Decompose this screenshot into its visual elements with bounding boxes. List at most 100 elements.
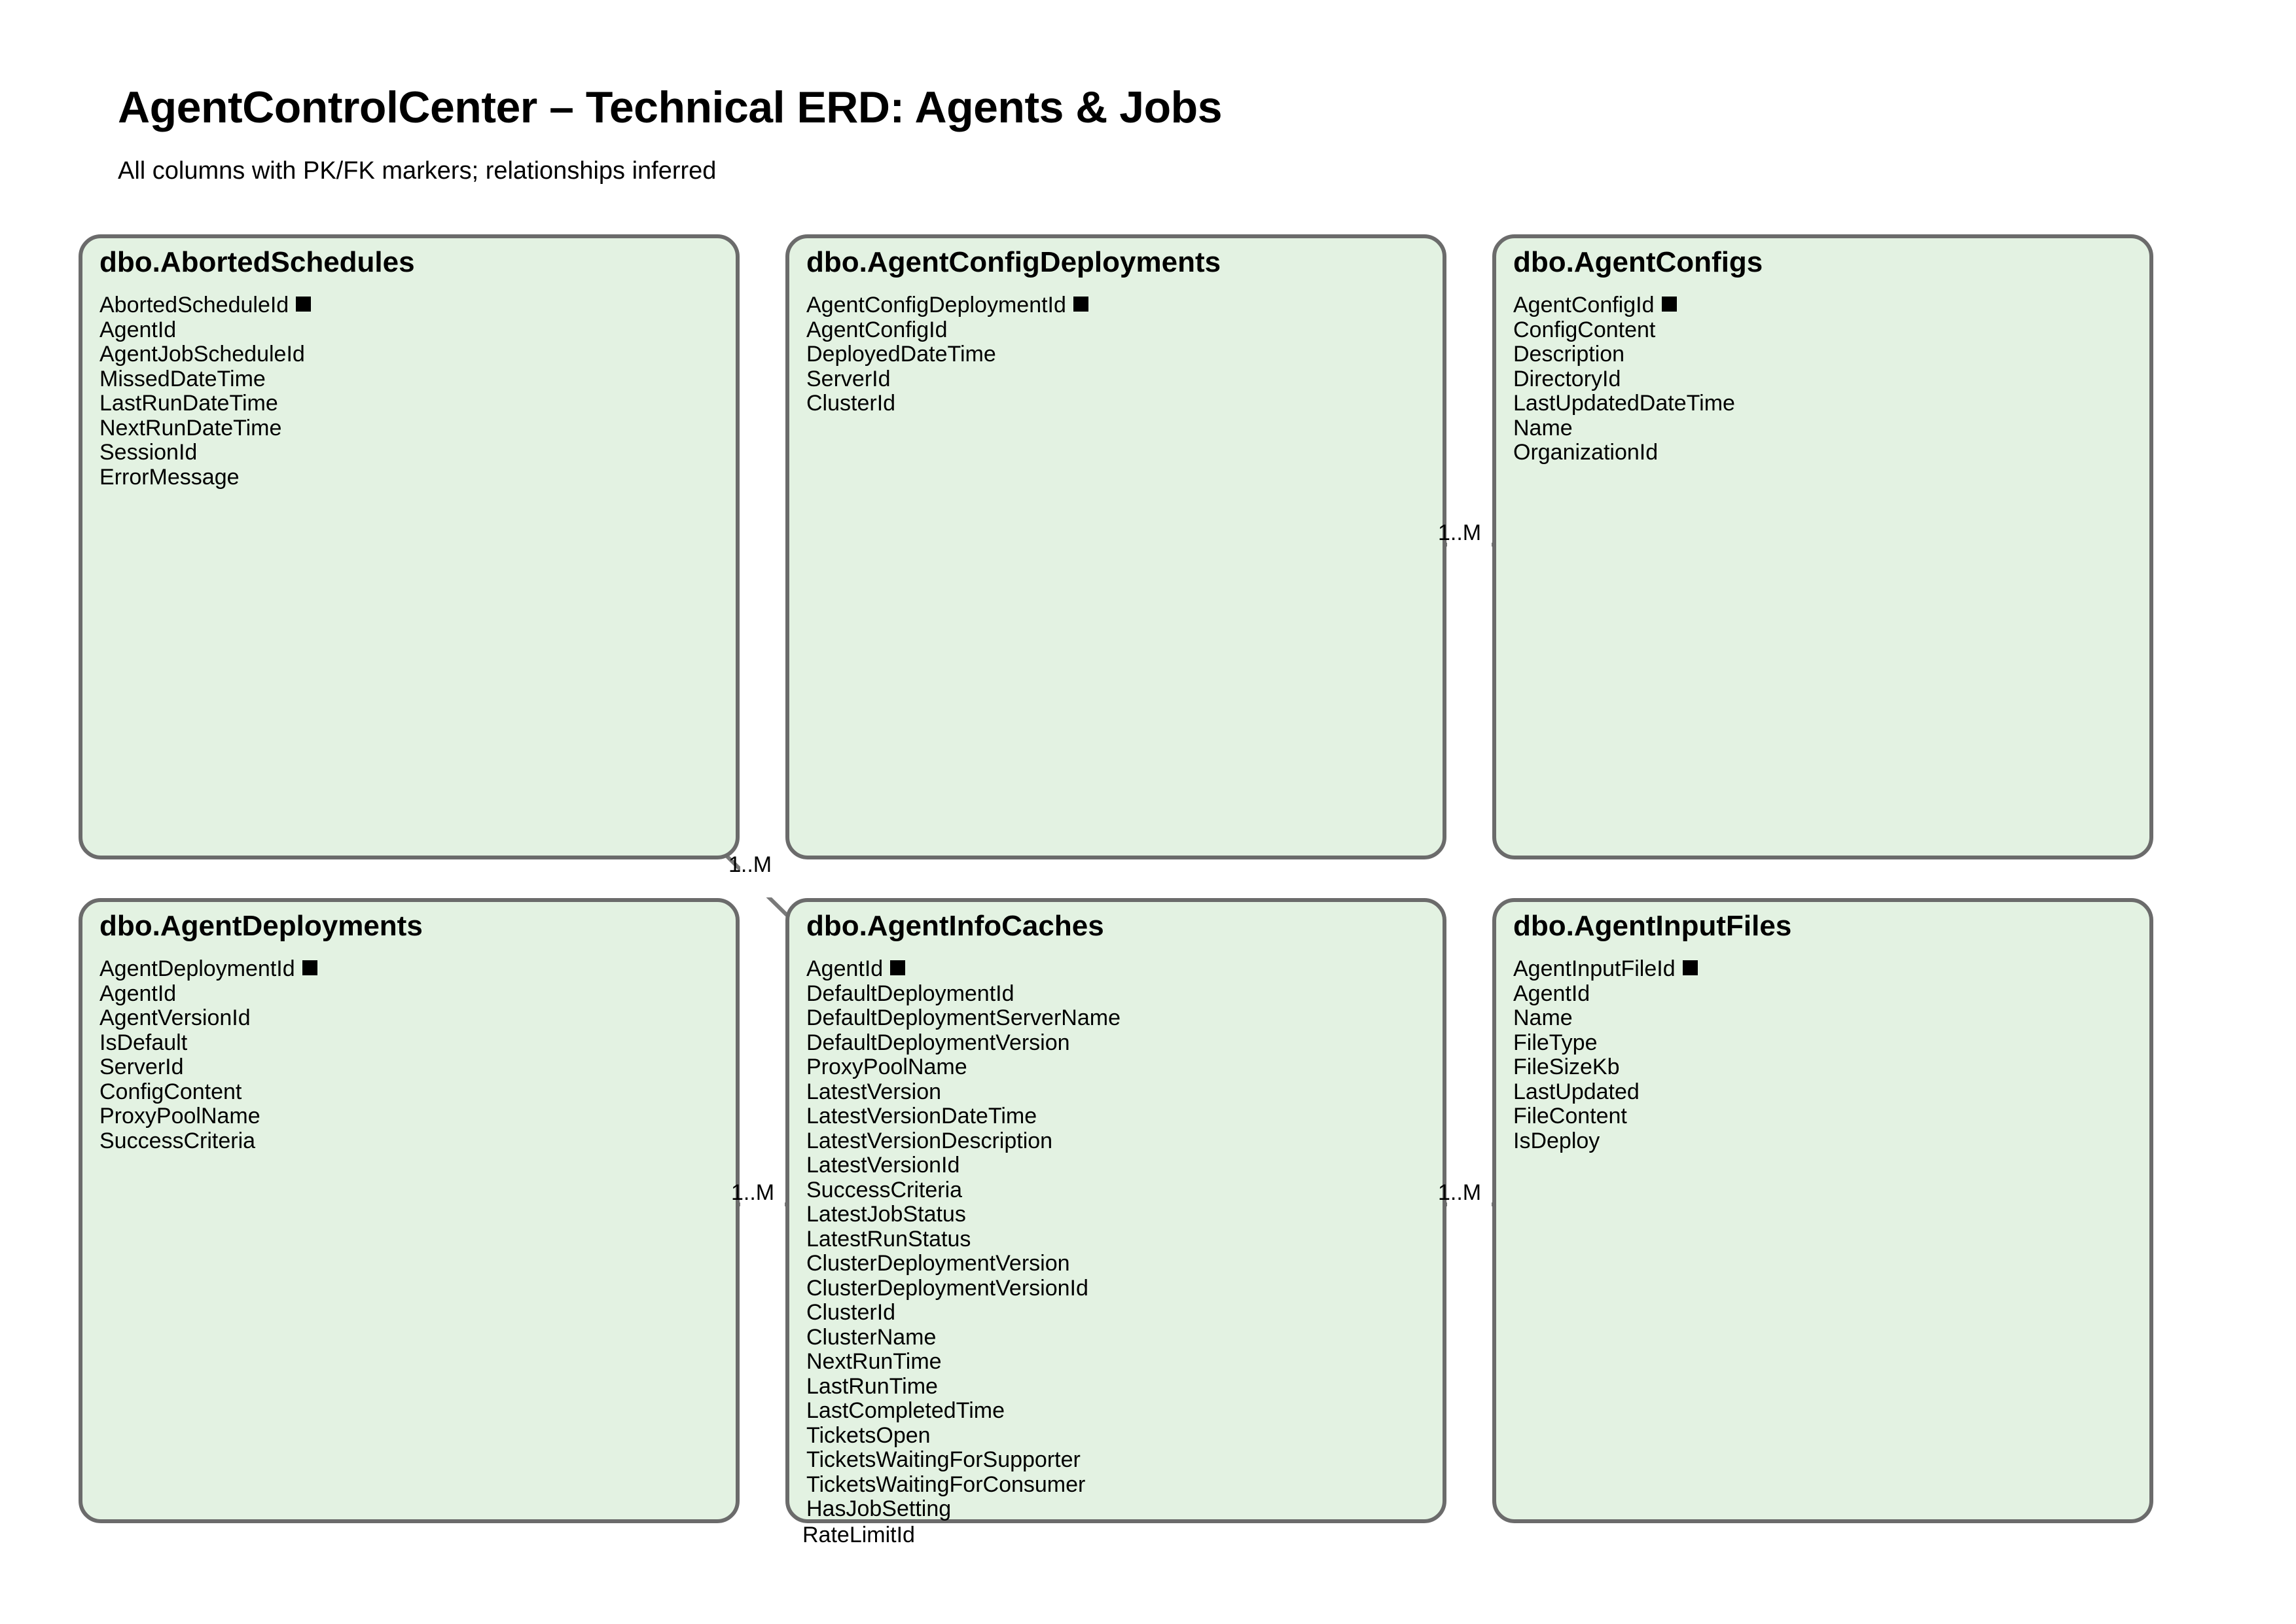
column-name: ClusterDeploymentVersionId	[806, 1275, 1088, 1301]
entity-agent-info-caches[interactable]: dbo.AgentInfoCaches AgentId DefaultDeplo…	[785, 898, 1446, 1523]
column-name: AgentInputFileId	[1513, 956, 1676, 981]
column-row: LatestRunStatus	[806, 1227, 1121, 1252]
column-name: AgentConfigId	[806, 317, 948, 342]
column-row: AgentDeploymentId	[99, 956, 317, 982]
pk-marker-icon	[890, 960, 906, 975]
column-row: ClusterName	[806, 1324, 1121, 1350]
column-row: ProxyPoolName	[806, 1055, 1121, 1080]
column-name: LastRunDateTime	[99, 391, 278, 416]
column-name: FileSizeKb	[1513, 1055, 1620, 1079]
column-row: FileType	[1513, 1030, 1698, 1056]
entity-agent-config-deployments[interactable]: dbo.AgentConfigDeployments AgentConfigDe…	[785, 234, 1446, 859]
entity-agent-input-files[interactable]: dbo.AgentInputFiles AgentInputFileId Age…	[1492, 898, 2153, 1523]
column-row: OrganizationId	[1513, 440, 1735, 465]
column-name: ClusterName	[806, 1324, 937, 1350]
column-row: AgentId	[1513, 981, 1698, 1007]
column-name: AgentId	[806, 956, 884, 981]
column-row: LatestVersionDescription	[806, 1128, 1121, 1154]
gutter-patch	[1447, 524, 1492, 561]
column-name: AgentConfigDeploymentId	[806, 293, 1066, 317]
column-name: HasJobSetting	[806, 1496, 952, 1521]
column-list: AgentConfigDeploymentId AgentConfigId De…	[806, 293, 1088, 416]
column-list: AbortedScheduleId AgentId AgentJobSchedu…	[99, 293, 312, 490]
column-name: LatestRunStatus	[806, 1226, 971, 1252]
pk-marker-icon	[302, 960, 317, 975]
column-name: TicketsOpen	[806, 1422, 931, 1448]
column-name: AgentId	[99, 981, 177, 1006]
column-row: DeployedDateTime	[806, 342, 1088, 367]
column-row: ConfigContent	[99, 1079, 317, 1105]
column-row: AgentJobScheduleId	[99, 342, 311, 367]
overflow-column-list: RateLimitId	[802, 1523, 915, 1548]
column-name: ClusterDeploymentVersion	[806, 1251, 1070, 1276]
column-name: DeployedDateTime	[806, 342, 996, 367]
column-row: LastCompletedTime	[806, 1398, 1121, 1424]
column-row: AgentConfigId	[1513, 293, 1735, 318]
column-row: TicketsWaitingForSupporter	[806, 1447, 1121, 1473]
column-name: Description	[1513, 342, 1625, 367]
column-name: RateLimitId	[802, 1523, 915, 1547]
column-name: LastRunTime	[806, 1373, 938, 1399]
column-name: Name	[1513, 1005, 1573, 1030]
column-name: FileType	[1513, 1030, 1598, 1055]
column-row: FileContent	[1513, 1104, 1698, 1129]
entity-title: dbo.AgentDeployments	[99, 910, 423, 942]
column-name: IsDefault	[99, 1030, 188, 1055]
column-row: NextRunDateTime	[99, 416, 311, 441]
column-row: ServerId	[99, 1055, 317, 1080]
column-name: DefaultDeploymentServerName	[806, 1005, 1121, 1030]
column-name: LatestVersionId	[806, 1153, 960, 1178]
column-row: HasJobSetting	[806, 1496, 1121, 1522]
column-row: AgentInputFileId	[1513, 956, 1698, 982]
column-row: ClusterId	[806, 391, 1088, 416]
column-row: AgentConfigId	[806, 317, 1088, 343]
column-row: LatestJobStatus	[806, 1202, 1121, 1227]
column-row: AgentId	[99, 317, 311, 343]
column-row: LastRunDateTime	[99, 391, 311, 416]
entity-title: dbo.AgentConfigs	[1513, 246, 1763, 278]
entity-agent-deployments[interactable]: dbo.AgentDeployments AgentDeploymentId A…	[79, 898, 740, 1523]
cardinality-label-aborted-to-infocaches: 1..M	[728, 852, 772, 877]
column-row: Name	[1513, 416, 1735, 441]
entity-agent-configs[interactable]: dbo.AgentConfigs AgentConfigId ConfigCon…	[1492, 234, 2153, 859]
column-name: ClusterId	[806, 391, 896, 416]
column-name: DefaultDeploymentId	[806, 981, 1014, 1006]
column-name: ProxyPoolName	[99, 1104, 260, 1128]
column-name: ConfigContent	[1513, 317, 1656, 342]
column-row: ClusterDeploymentVersion	[806, 1251, 1121, 1276]
column-name: LatestVersionDateTime	[806, 1104, 1037, 1128]
column-name: AbortedScheduleId	[99, 293, 289, 317]
entity-aborted-schedules[interactable]: dbo.AbortedSchedules AbortedScheduleId A…	[79, 234, 740, 859]
column-row: LastRunTime	[806, 1373, 1121, 1399]
cardinality-label-deployments-to-infocaches: 1..M	[731, 1180, 775, 1205]
column-row: LastUpdatedDateTime	[1513, 391, 1735, 416]
column-row: TicketsOpen	[806, 1422, 1121, 1449]
column-name: TicketsWaitingForConsumer	[806, 1471, 1086, 1497]
column-name: FileContent	[1513, 1104, 1627, 1128]
column-name: ConfigContent	[99, 1079, 242, 1104]
column-row: RateLimitId	[802, 1523, 915, 1548]
column-row: LatestVersion	[806, 1079, 1121, 1105]
column-row: ErrorMessage	[99, 465, 311, 490]
column-row: DefaultDeploymentId	[806, 981, 1121, 1007]
column-row: ConfigContent	[1513, 317, 1735, 343]
column-row: AbortedScheduleId	[99, 293, 312, 318]
column-name: IsDeploy	[1513, 1128, 1600, 1153]
column-row: AgentVersionId	[99, 1005, 317, 1031]
column-row: LatestVersionDateTime	[806, 1104, 1121, 1129]
column-name: AgentConfigId	[1513, 293, 1655, 317]
column-row: IsDefault	[99, 1030, 317, 1056]
column-row: IsDeploy	[1513, 1128, 1698, 1154]
column-row: TicketsWaitingForConsumer	[806, 1471, 1121, 1498]
column-name: ClusterId	[806, 1300, 896, 1325]
column-row: Name	[1513, 1005, 1698, 1031]
column-name: NextRunTime	[806, 1349, 942, 1374]
column-row: SuccessCriteria	[806, 1178, 1121, 1203]
column-row: NextRunTime	[806, 1349, 1121, 1375]
column-name: ServerId	[806, 366, 891, 391]
column-name: AgentId	[99, 317, 177, 342]
column-name: AgentDeploymentId	[99, 956, 295, 981]
column-row: ServerId	[806, 367, 1088, 392]
column-name: AgentVersionId	[99, 1005, 251, 1030]
